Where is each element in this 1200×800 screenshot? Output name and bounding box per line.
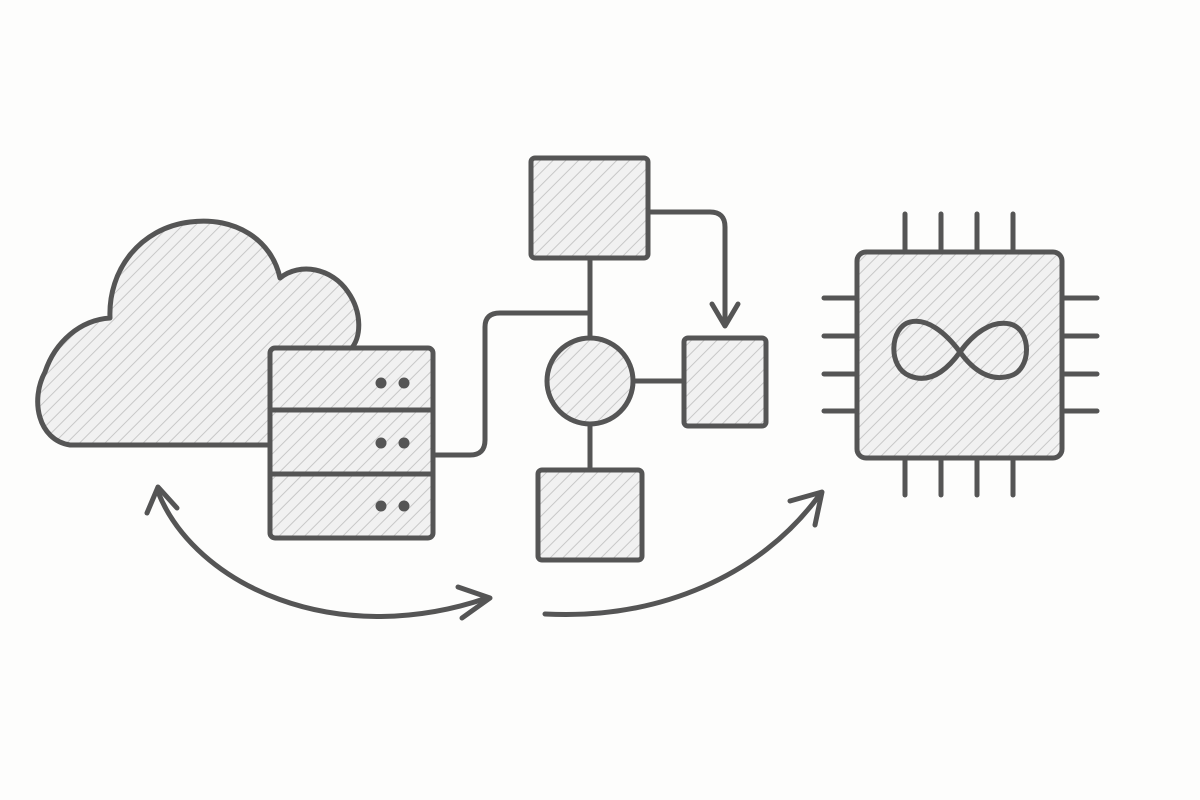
server-unit-1-leds bbox=[375, 377, 410, 389]
cpu-chip-icon bbox=[821, 211, 1100, 498]
flow-bottom-box bbox=[535, 467, 645, 563]
server-rack-icon bbox=[267, 345, 436, 541]
flow-hub-circle bbox=[544, 335, 636, 427]
flow-top-box bbox=[528, 155, 651, 261]
connector-server-to-hub bbox=[430, 310, 593, 458]
arrow-top-to-right bbox=[645, 209, 741, 329]
infinity-icon bbox=[891, 318, 1029, 381]
server-unit-2-leds bbox=[375, 437, 410, 449]
curved-arrow-flow-to-chip bbox=[542, 489, 825, 618]
server-unit-3-leds bbox=[375, 500, 410, 512]
flow-right-box bbox=[681, 335, 769, 429]
curved-double-arrow-cloud-to-flow bbox=[144, 484, 493, 621]
chip-pins bbox=[821, 211, 1100, 498]
